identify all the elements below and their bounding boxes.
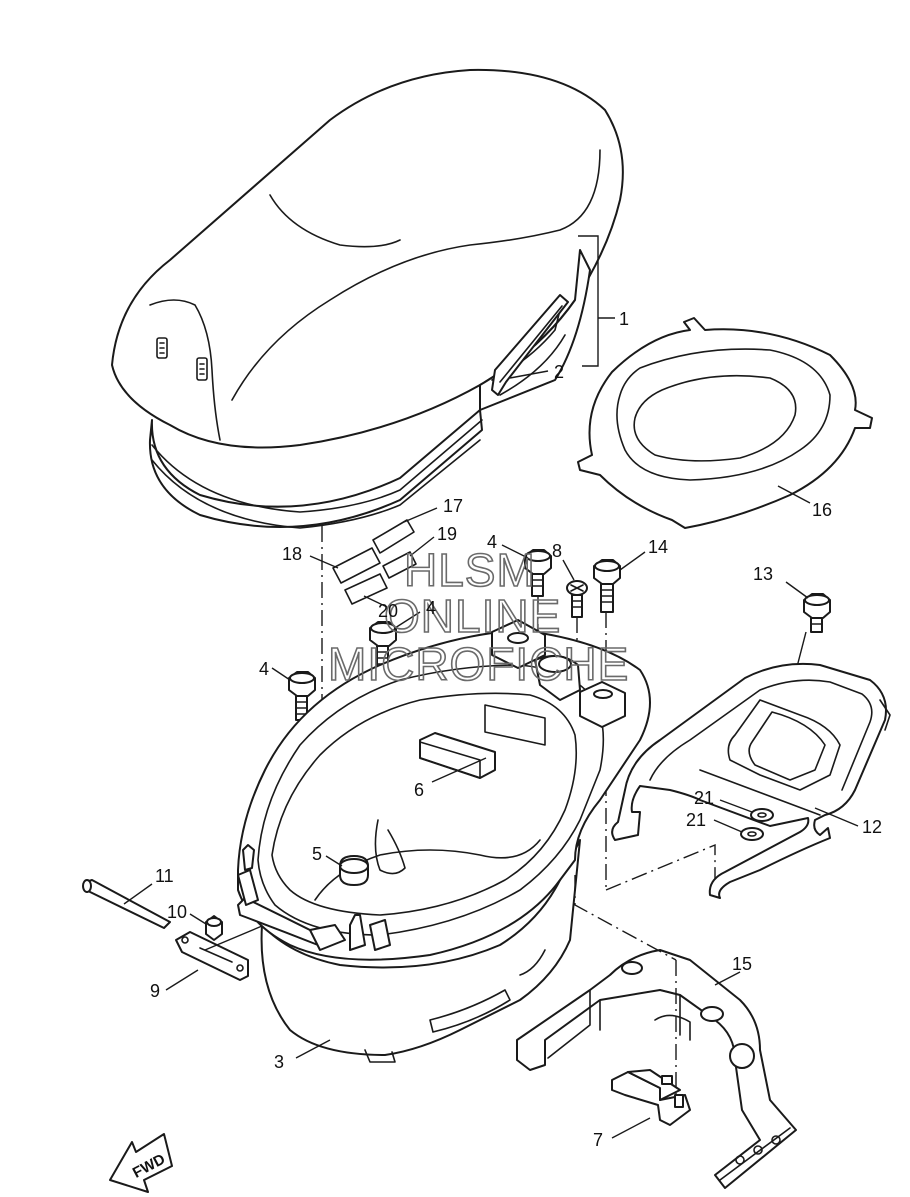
callout-19: 19 (437, 524, 457, 544)
sensor-7 (611, 1069, 691, 1126)
callout-4-middle: 4 (426, 598, 436, 618)
callout-5: 5 (312, 844, 322, 864)
callout-15: 15 (732, 954, 752, 974)
watermark-line-2: ONLINE (384, 590, 561, 642)
bolt-4-upper (524, 549, 552, 597)
callout-21-upper: 21 (694, 788, 714, 808)
watermark-line-1: HLSM (404, 544, 536, 596)
rubber-pad-6 (419, 732, 496, 779)
callout-13: 13 (753, 564, 773, 584)
callout-1: 1 (619, 309, 629, 329)
bolt-4-left (288, 671, 316, 721)
callout-14: 14 (648, 537, 668, 557)
callout-21-lower: 21 (686, 810, 706, 830)
callout-18: 18 (282, 544, 302, 564)
seat-assembly (111, 68, 624, 529)
callout-7: 7 (593, 1130, 603, 1150)
callout-12: 12 (862, 817, 882, 837)
callout-16: 16 (812, 500, 832, 520)
callout-9: 9 (150, 981, 160, 1001)
bolt-13 (803, 593, 831, 633)
callout-6: 6 (414, 780, 424, 800)
screw-8 (566, 580, 588, 618)
seat-emblem-icon (196, 357, 208, 381)
callout-8: 8 (552, 541, 562, 561)
collar-10 (205, 915, 223, 941)
callout-3: 3 (274, 1052, 284, 1072)
forward-direction-arrow-icon (109, 1133, 173, 1193)
warning-labels (332, 519, 417, 605)
watermark-line-3: MICROFICHE (328, 638, 629, 690)
washer-21-lower (740, 827, 764, 841)
callout-20: 20 (378, 601, 398, 621)
bolt-14 (593, 559, 621, 613)
callout-4-left: 4 (259, 659, 269, 679)
watermark: HLSM ONLINE MICROFICHE (327, 543, 629, 691)
hinge-pin-11 (82, 879, 171, 929)
seat-hinge-strip (491, 294, 569, 396)
callout-10: 10 (167, 902, 187, 922)
callout-17: 17 (443, 496, 463, 516)
rear-carrier-12 (611, 662, 891, 899)
callout-2: 2 (554, 362, 564, 382)
seat-emblem-icon (156, 337, 168, 359)
callout-4-upper: 4 (487, 532, 497, 552)
seat-liner-plate (577, 317, 873, 529)
washer-21-upper (750, 808, 774, 822)
frame-bracket-15 (516, 949, 797, 1189)
cap-5 (339, 855, 369, 886)
callout-11: 11 (155, 866, 174, 886)
